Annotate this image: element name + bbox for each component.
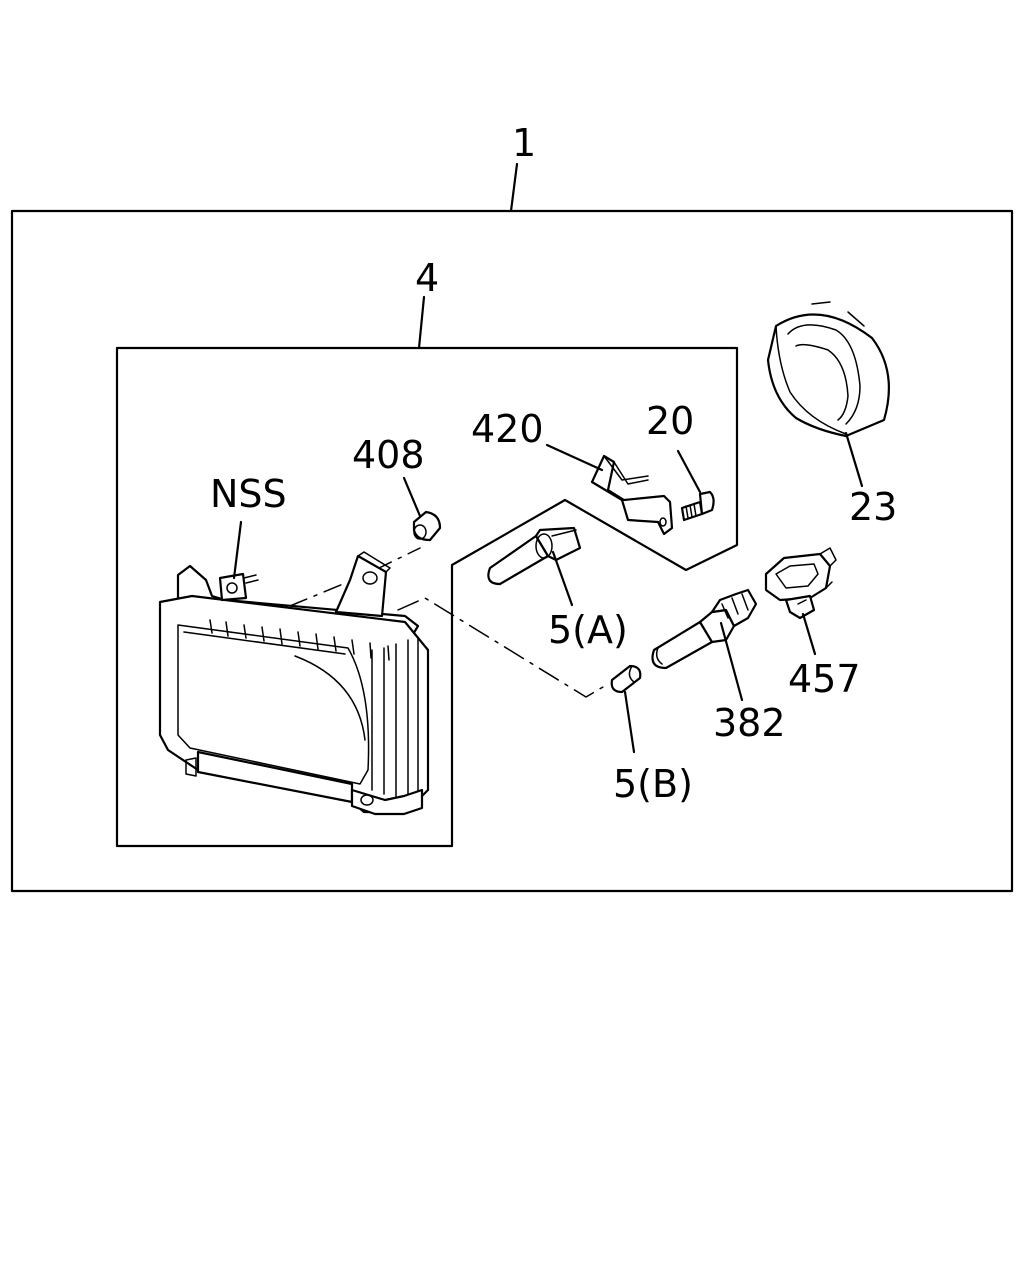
housing-frame	[115, 346, 739, 848]
dashdot-line-lower	[397, 597, 604, 698]
label-bracket: 420	[471, 407, 544, 451]
leader-socket	[719, 621, 744, 702]
assembly-frame	[10, 209, 1014, 893]
leader-ring	[844, 431, 864, 488]
ring-23	[766, 301, 890, 438]
label-connector: 457	[788, 657, 861, 701]
headlamp-unit	[158, 551, 430, 816]
label-nss: NSS	[210, 472, 287, 516]
label-housing: 4	[415, 256, 439, 300]
leader-screw	[676, 449, 702, 494]
leader-bracket	[545, 443, 604, 472]
label-bulb-a: 5(A)	[548, 608, 628, 652]
label-socket: 382	[713, 701, 786, 745]
label-ring: 23	[849, 485, 897, 529]
dashdot-line-upper	[289, 547, 421, 607]
bulb-5b	[610, 664, 642, 694]
leader-housing	[417, 295, 426, 350]
label-grommet: 408	[352, 433, 425, 477]
leader-bulb-a	[551, 550, 574, 607]
bulb-5a	[487, 526, 582, 586]
leader-nss	[232, 520, 243, 580]
bracket-420	[590, 454, 674, 536]
leader-grommet	[402, 476, 422, 518]
label-bulb-b: 5(B)	[613, 762, 693, 806]
leader-assembly	[509, 162, 519, 213]
label-screw: 20	[646, 399, 694, 443]
grommet-408	[412, 510, 442, 542]
screw-20	[680, 490, 715, 522]
leader-connector	[801, 612, 817, 656]
connector-457	[764, 547, 837, 620]
socket-382	[651, 588, 758, 670]
leader-bulb-b	[623, 690, 636, 754]
label-assembly: 1	[512, 121, 536, 165]
